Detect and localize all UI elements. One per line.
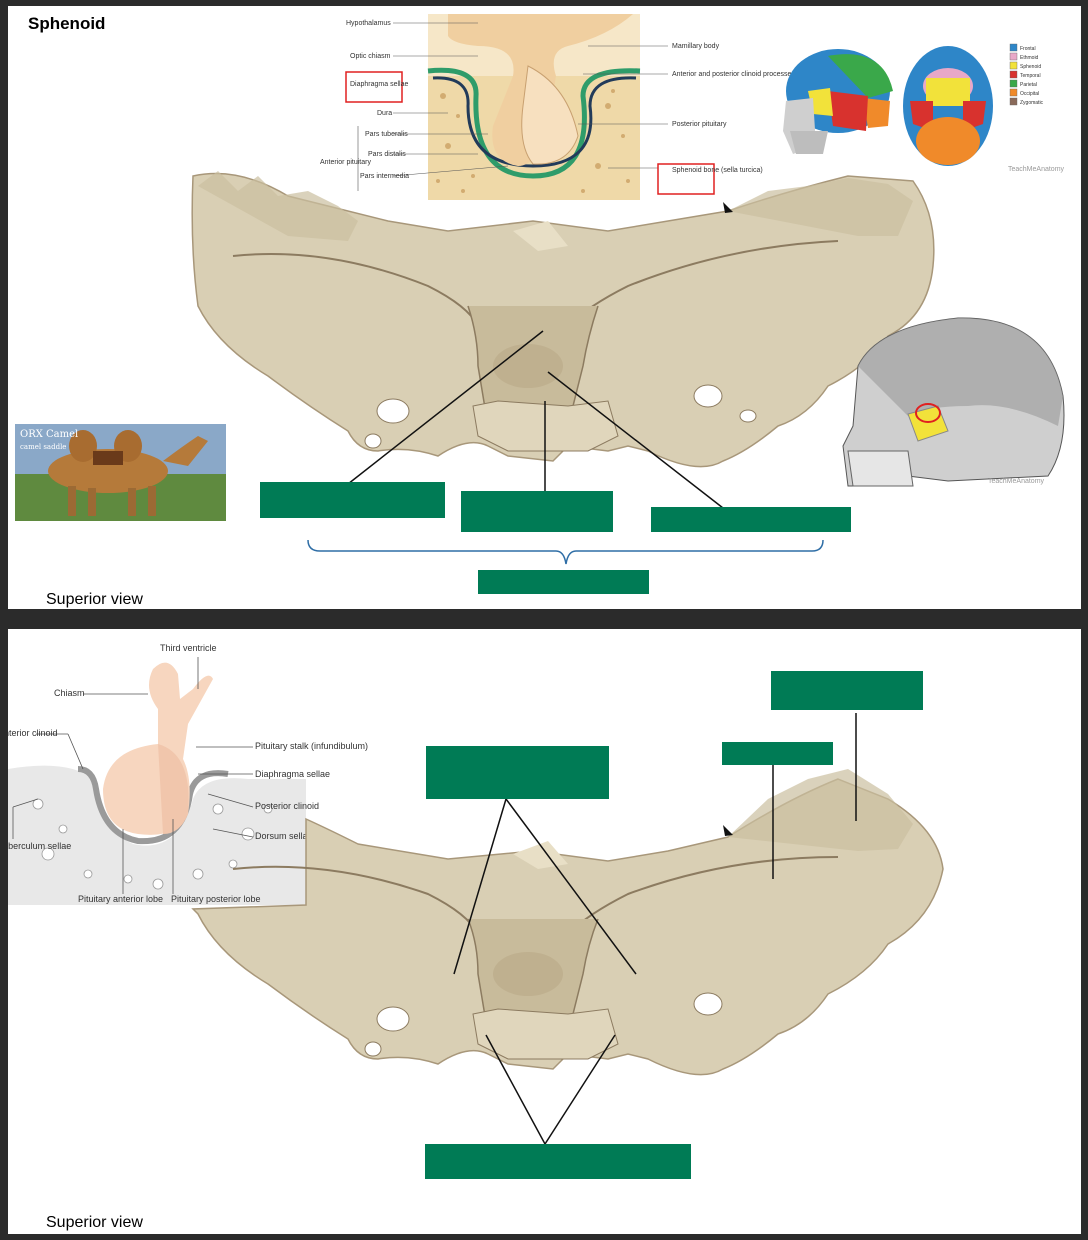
colored-skull-lateral <box>783 49 893 154</box>
legend-label: Parietal <box>1020 82 1037 88</box>
sphenoid-bone-superior <box>191 171 935 468</box>
label-box-lesser-wing[interactable] <box>722 742 833 765</box>
label-box-greater-wing[interactable] <box>771 671 923 710</box>
label-dorsum-sellae: Dorsum sellae <box>255 831 313 841</box>
lateral-skull-credit: TeachMeAnatomy <box>988 478 1045 485</box>
label-box-clinoid-group[interactable] <box>426 746 609 799</box>
label-posterior-lobe: Pituitary posterior lobe <box>171 894 261 904</box>
label-anterior-pituitary: Anterior pituitary <box>320 159 371 166</box>
cursor-icon-2 <box>723 825 733 836</box>
label-pars-distalis: Pars distalis <box>368 151 406 158</box>
label-optic-chiasm: Optic chiasm <box>350 53 391 60</box>
legend-swatch <box>1009 70 1018 79</box>
label-chiasm: Chiasm <box>54 688 85 698</box>
label-box-tuberculum[interactable] <box>260 482 445 518</box>
leader-lines-panel2 <box>453 713 857 1145</box>
label-box-dorsum-group[interactable] <box>425 1144 691 1179</box>
slide-panel-2: Third ventricle Chiasm Anterior clinoid … <box>8 629 1081 1234</box>
grouping-bracket <box>307 539 824 565</box>
label-tuberculum-sellae: Tuberculum sellae <box>8 841 71 851</box>
legend-label: Ethmoid <box>1020 55 1039 61</box>
label-pars-intermedia: Pars intermedia <box>360 173 409 180</box>
legend-label: Sphenoid <box>1020 64 1041 70</box>
colored-skull-base <box>903 46 993 166</box>
cursor-icon <box>723 202 733 213</box>
label-clinoid-processes: Anterior and posterior clinoid processes <box>672 71 795 78</box>
skull-legend: FrontalEthmoidSphenoidTemporalParietalOc… <box>1009 43 1044 106</box>
label-diaphragma-sellae: Diaphragma sellae <box>350 81 408 88</box>
legend-label: Occipital <box>1020 91 1039 97</box>
view-label: Superior view <box>46 591 143 608</box>
label-anterior-clinoid: Anterior clinoid <box>8 728 58 738</box>
leader-lines-panel1 <box>347 330 724 509</box>
camel-photo <box>15 424 226 521</box>
legend-swatch <box>1009 61 1018 70</box>
label-posterior-pituitary: Posterior pituitary <box>672 121 727 128</box>
label-anterior-lobe: Pituitary anterior lobe <box>78 894 163 904</box>
label-pars-tuberalis: Pars tuberalis <box>365 131 408 138</box>
sellar-diagram: Third ventricle Chiasm Anterior clinoid … <box>8 629 368 905</box>
label-diaphragma-sellae-2: Diaphragma sellae <box>255 769 330 779</box>
camel-caption: ORX Camel <box>20 429 79 440</box>
legend-swatch <box>1009 43 1018 52</box>
legend-swatch <box>1009 52 1018 61</box>
camel-subcaption: camel saddle <box>20 443 67 451</box>
diaphragma-sellae-highlight <box>345 71 403 103</box>
legend-swatch <box>1009 88 1018 97</box>
pituitary-diagram: Hypothalamus Optic chiasm Diaphragma sel… <box>320 14 795 200</box>
label-pituitary-stalk: Pituitary stalk (infundibulum) <box>255 741 368 751</box>
panel1-illustration: Hypothalamus Optic chiasm Diaphragma sel… <box>15 14 1065 565</box>
label-box-dorsum[interactable] <box>651 507 851 532</box>
legend-swatch <box>1009 97 1018 106</box>
label-hypothalamus: Hypothalamus <box>346 20 391 27</box>
label-posterior-clinoid: Posterior clinoid <box>255 801 319 811</box>
label-mamillary-body: Mamillary body <box>672 43 720 50</box>
label-box-fossa[interactable] <box>461 491 613 532</box>
label-third-ventricle: Third ventricle <box>160 643 217 653</box>
slide-title: Sphenoid <box>28 14 106 33</box>
label-box-group[interactable] <box>478 570 649 594</box>
lateral-skull-sagittal <box>842 317 1065 487</box>
panel2-illustration: Third ventricle Chiasm Anterior clinoid … <box>8 629 944 1145</box>
legend-label: Zygomatic <box>1020 100 1044 106</box>
legend-label: Temporal <box>1020 73 1041 79</box>
legend-swatch <box>1009 79 1018 88</box>
slide-panel-1: Sphenoid <box>8 6 1081 609</box>
label-dura: Dura <box>377 110 392 117</box>
label-sella-turcica: Sphenoid bone (sella turcica) <box>672 167 763 174</box>
sella-turcica-highlight <box>657 163 715 195</box>
skull-credit: TeachMeAnatomy <box>1008 166 1065 173</box>
sphenoid-bone-superior-2 <box>191 769 944 1076</box>
legend-label: Frontal <box>1020 46 1036 52</box>
view-label-2: Superior view <box>46 1214 143 1231</box>
